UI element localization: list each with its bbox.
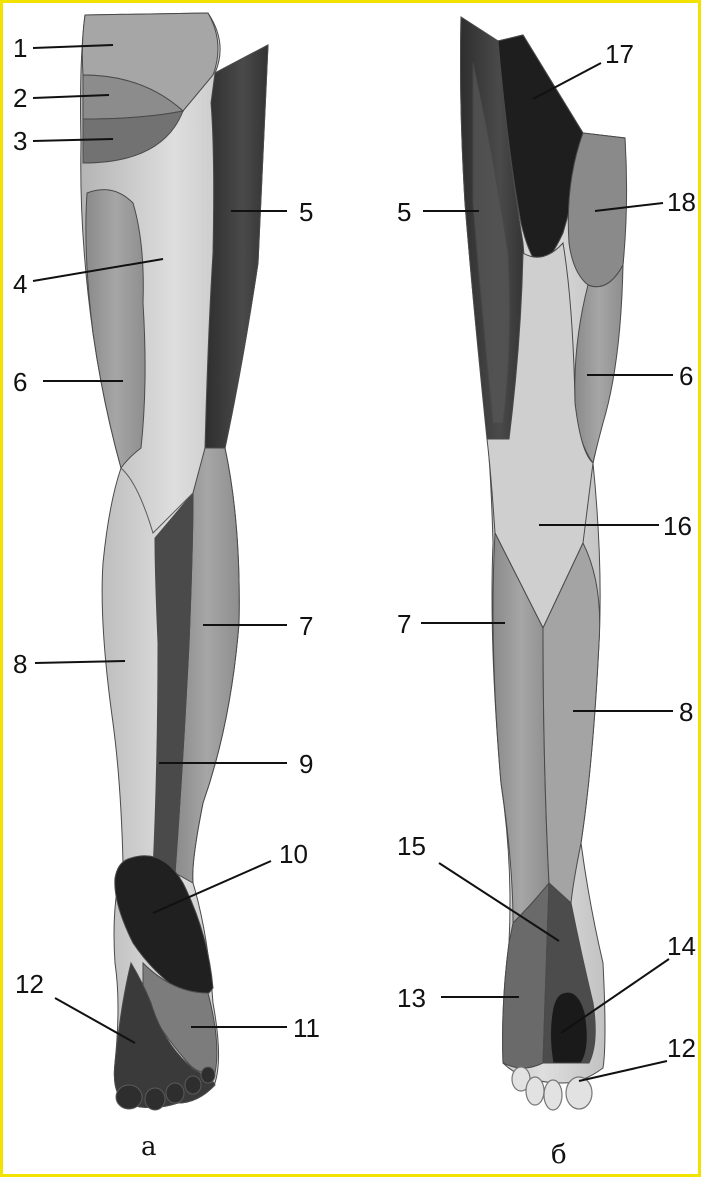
label-8-a: 8: [13, 649, 27, 679]
label-16-b: 16: [663, 511, 692, 541]
label-15-b: 15: [397, 831, 426, 861]
label-13-b: 13: [397, 983, 426, 1013]
label-11-a: 11: [293, 1013, 320, 1043]
label-10-a: 10: [279, 839, 308, 869]
label-12-b: 12: [667, 1033, 696, 1063]
leg-dermatome-figure: 1 2 3 4 5 6 7 8 9 10 11 12 а: [3, 3, 701, 1180]
label-5-b: 5: [397, 197, 411, 227]
zone-6-a: [86, 190, 145, 468]
label-7-b: 7: [397, 609, 411, 639]
label-17-b: 17: [605, 39, 634, 69]
label-7-a: 7: [299, 611, 313, 641]
caption-a: а: [141, 1132, 157, 1162]
label-3-a: 3: [13, 126, 27, 156]
label-8-b: 8: [679, 697, 693, 727]
label-2-a: 2: [13, 83, 27, 113]
label-5-a: 5: [299, 197, 313, 227]
label-1-a: 1: [13, 33, 27, 63]
label-12-a: 12: [15, 969, 44, 999]
label-6-a: 6: [13, 367, 27, 397]
label-18-b: 18: [667, 187, 696, 217]
panel-a: 1 2 3 4 5 6 7 8 9 10 11 12 а: [13, 13, 320, 1162]
zone-5-a: [205, 45, 268, 448]
label-9-a: 9: [299, 749, 313, 779]
panel-b: 17 5 18 6 16 7 8 15 14 13 12 б: [397, 17, 696, 1170]
label-6-b: 6: [679, 361, 693, 391]
label-14-b: 14: [667, 931, 696, 961]
label-4-a: 4: [13, 269, 27, 299]
caption-b: б: [551, 1140, 567, 1170]
